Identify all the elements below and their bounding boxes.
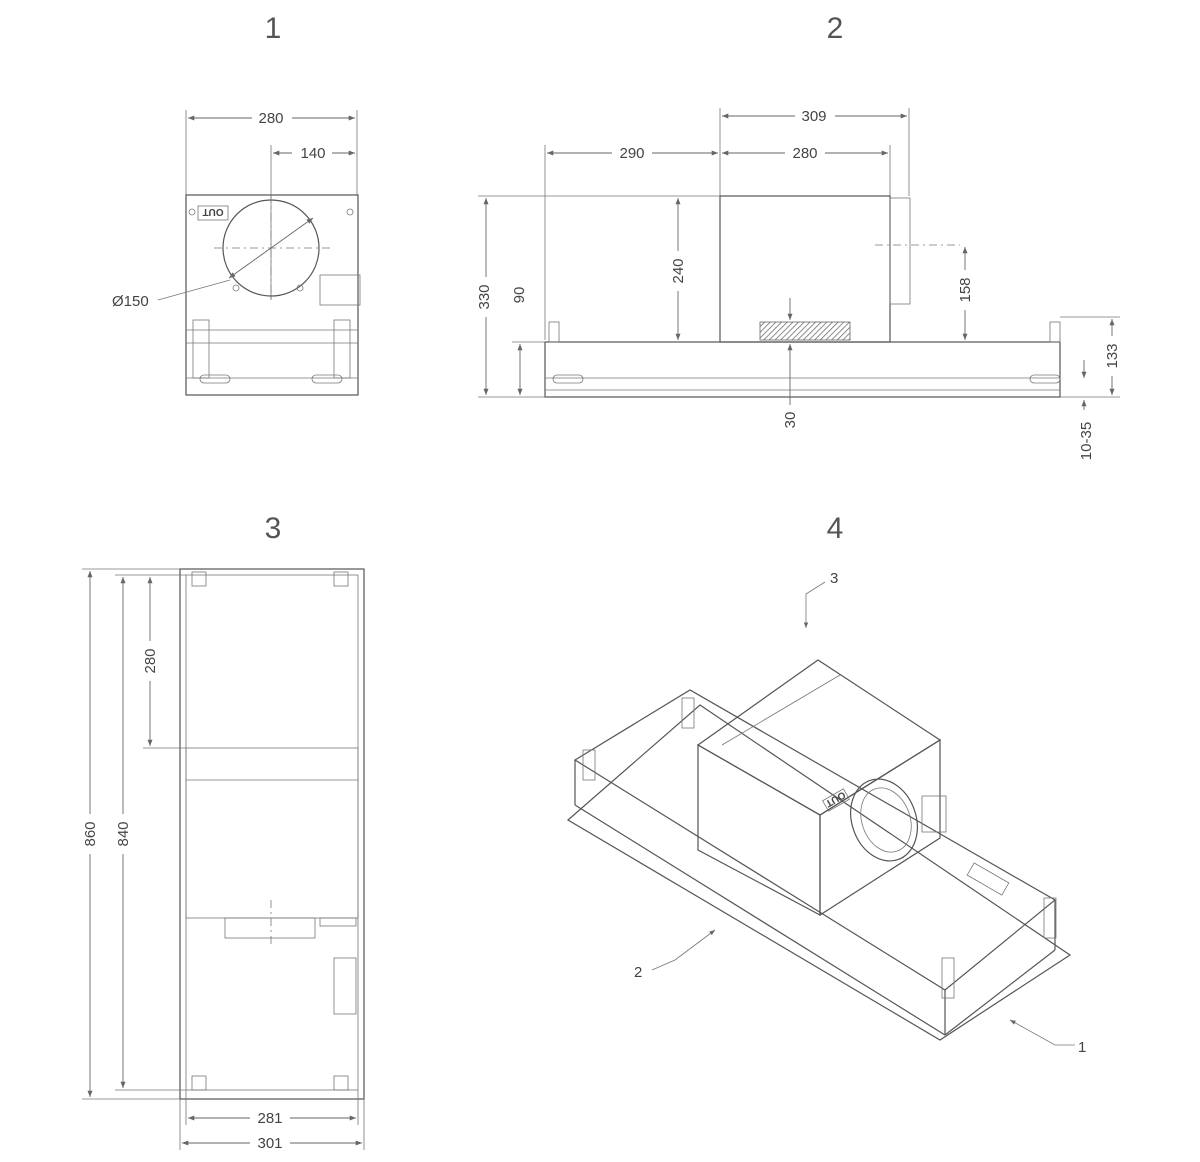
dim-left-290: 290 [619,145,644,162]
dim-total-height-330: 330 [476,284,493,309]
dim-box-height-240: 240 [670,258,687,283]
outlet-label-view1: OUT [202,206,223,217]
dim-length-860: 860 [82,821,99,846]
view-3-top: 3 860 840 280 281 [79,512,365,1152]
dim-box-280: 280 [792,145,817,162]
dim-inner-width-281: 281 [257,1110,282,1127]
callout-3: 3 [830,570,838,587]
dim-width-280: 280 [258,110,283,127]
dim-side-133: 133 [1104,343,1121,368]
dim-gap-10-35: 10-35 [1078,422,1095,460]
callout-2: 2 [634,964,642,981]
dim-center-140: 140 [300,145,325,162]
view-1-front: 1 280 140 Ø150 OUT [112,12,361,396]
callout-1: 1 [1078,1039,1086,1056]
dim-diameter-150: Ø150 [112,293,149,310]
dim-outlet-center-158: 158 [957,277,974,302]
view-3-label: 3 [265,512,282,545]
dim-frame-90: 90 [511,287,528,304]
view-1-label: 1 [265,12,282,45]
dim-bottom-30: 30 [782,412,799,429]
view-2-side: 2 309 290 280 330 [473,12,1123,460]
dim-width-301: 301 [257,1135,282,1152]
view-4-label: 4 [827,512,844,545]
dim-inner-length-840: 840 [115,821,132,846]
outlet-label-view4: OUT [823,789,847,809]
view-4-isometric: 4 OUT 1 2 3 [566,512,1086,1056]
dim-box-depth-280: 280 [142,648,159,673]
dim-top-309: 309 [801,108,826,125]
view-2-label: 2 [827,12,844,45]
